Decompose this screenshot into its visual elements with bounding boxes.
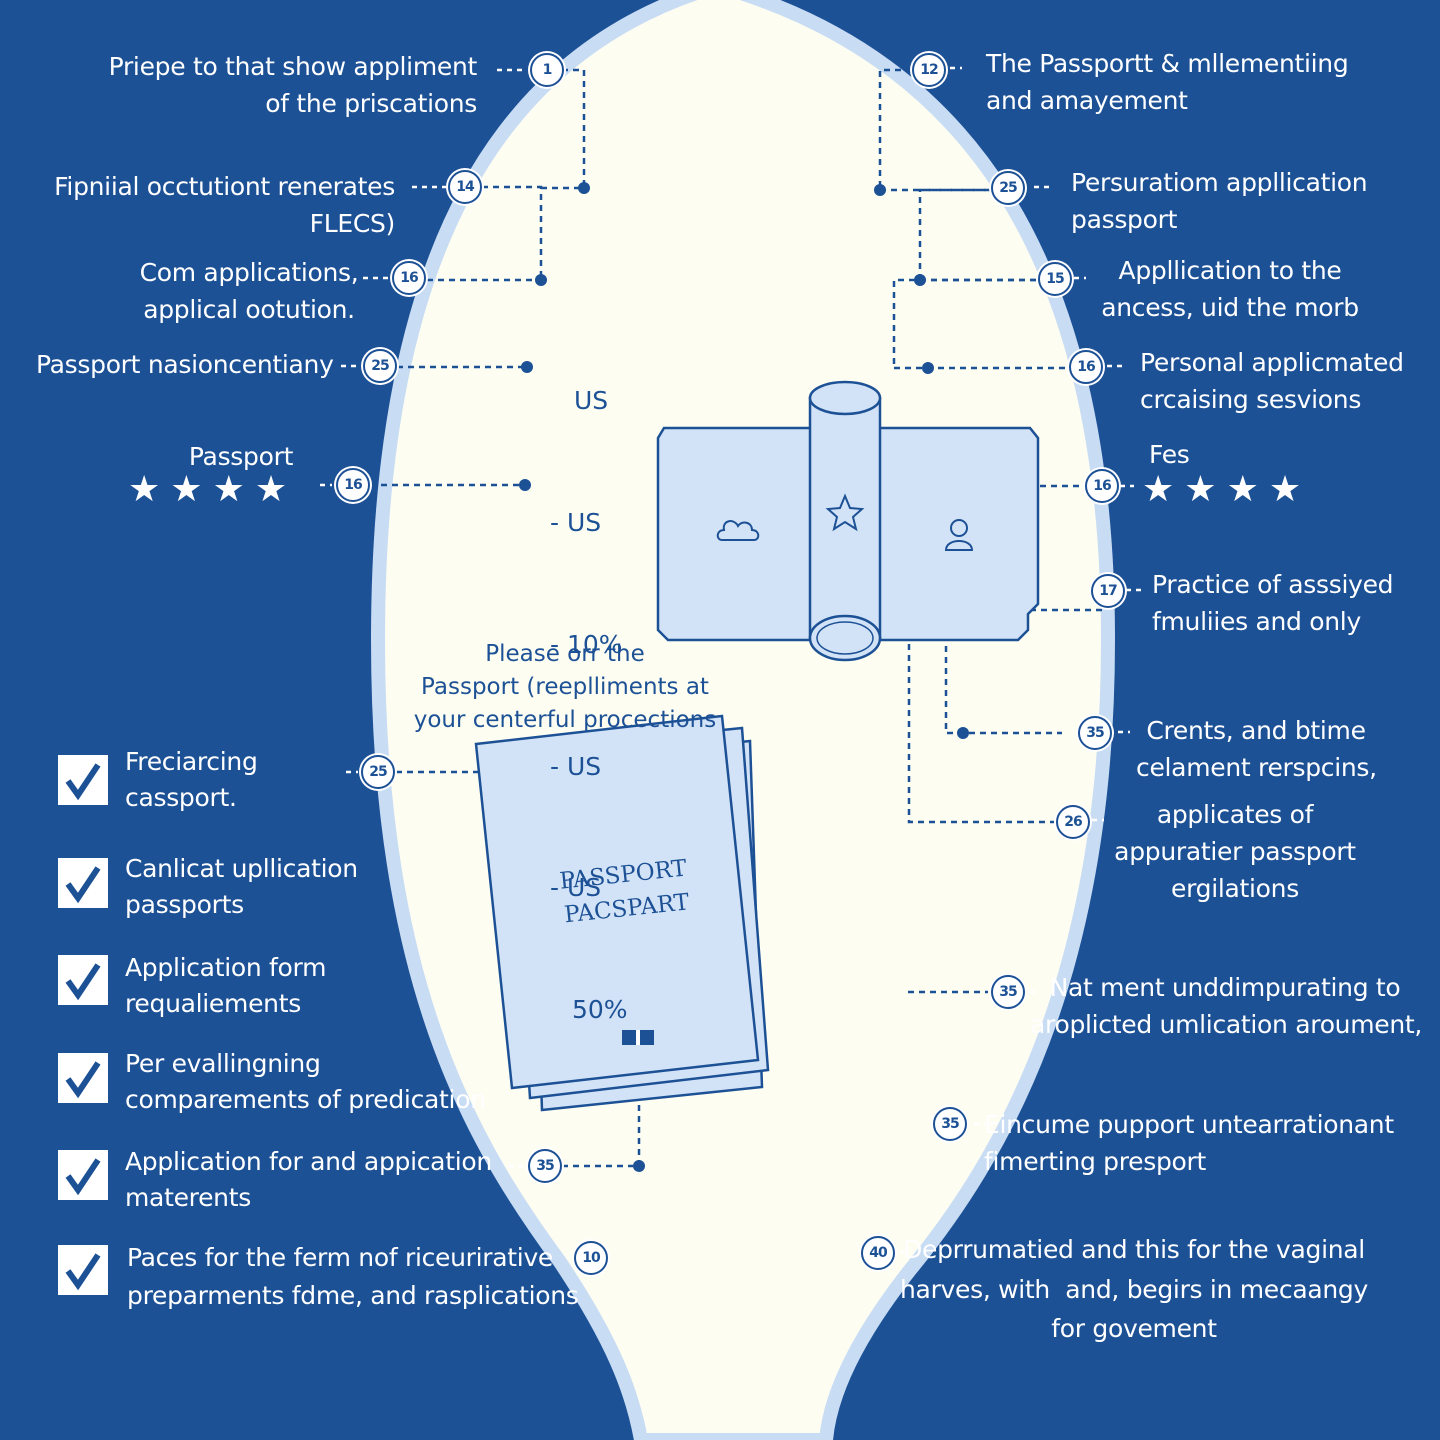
check-icon [65, 1253, 101, 1291]
right-callout-10-text: Eincume pupport untearrationant fimertin… [984, 1110, 1394, 1176]
checkbox-1[interactable] [58, 755, 108, 805]
checklist-item-3-text: Application form requaliements [125, 953, 327, 1018]
checklist-item-2-text: Canlicat upllication passports [125, 854, 358, 919]
check-icon [65, 763, 101, 801]
check-icon [65, 963, 101, 1001]
left-leader-lines [320, 68, 525, 1168]
left-callout-3-badge: 16 [392, 261, 426, 295]
left-callout-1-badge: 1 [530, 53, 564, 87]
checkbox-5[interactable] [58, 1150, 108, 1200]
right-star-rating: ★★★★ [1142, 470, 1311, 510]
fee-value: - US [550, 873, 602, 903]
checklist-item-6-text: Paces for the ferm nof riceurirative pre… [127, 1243, 579, 1310]
right-callout-5-text: Fes [1149, 440, 1190, 469]
right-callout-8-badge: 26 [1056, 805, 1090, 839]
star-rating-icon: ★ [1142, 469, 1185, 510]
right-callout-11-badge: 40 [861, 1236, 895, 1270]
star-rating-icon: ★ [254, 469, 298, 510]
left-star-rating: ★★★★ [128, 470, 297, 510]
right-callout-9-text: Nat ment unddimpurating to aroplicted um… [1030, 973, 1423, 1039]
left-callout-3-text: Com applications, applical ootution. [139, 258, 359, 324]
checkbox-2[interactable] [58, 858, 108, 908]
left-callout-4-badge: 25 [363, 349, 397, 383]
fee-value: 50% [572, 995, 628, 1025]
checkbox-4[interactable] [58, 1053, 108, 1103]
left-callout-5-badge: 16 [336, 468, 370, 502]
right-callout-3-badge: 15 [1038, 262, 1072, 296]
right-callout-11-text: Deprrumatied and this for the vaginal ha… [900, 1235, 1368, 1343]
fee-column: US - US - 10% - US - US 50% [550, 300, 628, 1112]
right-callout-6-text: Practice of asssiyed fmuliies and only [1152, 570, 1394, 636]
fee-value: US [574, 386, 609, 416]
star-rating-icon: ★ [1268, 469, 1312, 510]
fee-value: - US [550, 507, 602, 537]
star-rating-icon: ★ [212, 469, 255, 510]
cloud-icon [716, 520, 760, 541]
right-callout-10-badge: 35 [933, 1107, 967, 1141]
right-callout-5-badge: 16 [1085, 469, 1119, 503]
right-callout-1-text: The Passportt & mllementiing and amayeme… [986, 49, 1349, 115]
right-callout-7-text: Crents, and btime celament rerspcins, [1136, 716, 1377, 782]
right-callout-6-badge: 17 [1091, 574, 1125, 608]
checklist-item-5-text: Application for and appication materents [125, 1147, 492, 1212]
star-rating-icon: ★ [1184, 469, 1227, 510]
right-callout-7-badge: 35 [1078, 716, 1112, 750]
checklist-item-1-text: Freciarcing cassport. [125, 747, 258, 812]
checklist-item-6-badge: 10 [574, 1241, 608, 1275]
left-callout-2-badge: 14 [448, 170, 482, 204]
right-callout-4-badge: 16 [1069, 350, 1103, 384]
checklist-item-5-badge: 35 [528, 1149, 562, 1183]
right-callout-8-text: applicates of appuratier passport ergila… [1114, 800, 1356, 903]
check-icon [65, 866, 101, 904]
star-icon [825, 493, 865, 532]
star-rating-icon: ★ [170, 469, 213, 510]
checklist-item-1-badge: 25 [361, 755, 395, 789]
check-icon [65, 1158, 101, 1196]
right-leader-lines [900, 66, 1142, 1254]
check-icon [65, 1061, 101, 1099]
right-callout-9-badge: 35 [991, 975, 1025, 1009]
right-callout-3-text: Appllication to the ancess, uid the morb [1101, 256, 1359, 322]
left-callout-4-text: Passport nasioncentiany [36, 350, 334, 379]
passport-note: Please orr the Passport (reeplliments at… [413, 641, 717, 733]
fee-value: - US [550, 751, 602, 781]
star-rating-icon: ★ [1226, 469, 1269, 510]
person-icon [944, 519, 974, 551]
fee-value: - 10% [550, 629, 623, 659]
open-passport-illustration [656, 380, 1040, 662]
passport-booklet [474, 714, 770, 1112]
checklist-item-4-text: Per evallingning comparements of predica… [125, 1049, 486, 1114]
right-callout-1-badge: 12 [912, 53, 946, 87]
left-callout-1-text: Priepe to that show appliment of the pri… [108, 52, 478, 118]
right-callout-4-text: Personal applicmated crcaising sesvions [1140, 348, 1404, 414]
right-callout-2-text: Persuratiom appllication passport [1071, 168, 1368, 234]
left-callout-5-text: Passport [188, 442, 294, 471]
checkbox-3[interactable] [58, 955, 108, 1005]
star-rating-icon: ★ [128, 469, 171, 510]
right-callout-2-badge: 25 [991, 171, 1025, 205]
checkbox-6[interactable] [58, 1245, 108, 1295]
left-callout-2-text: Fipniial occtutiont renerates FLECS) [54, 172, 395, 238]
